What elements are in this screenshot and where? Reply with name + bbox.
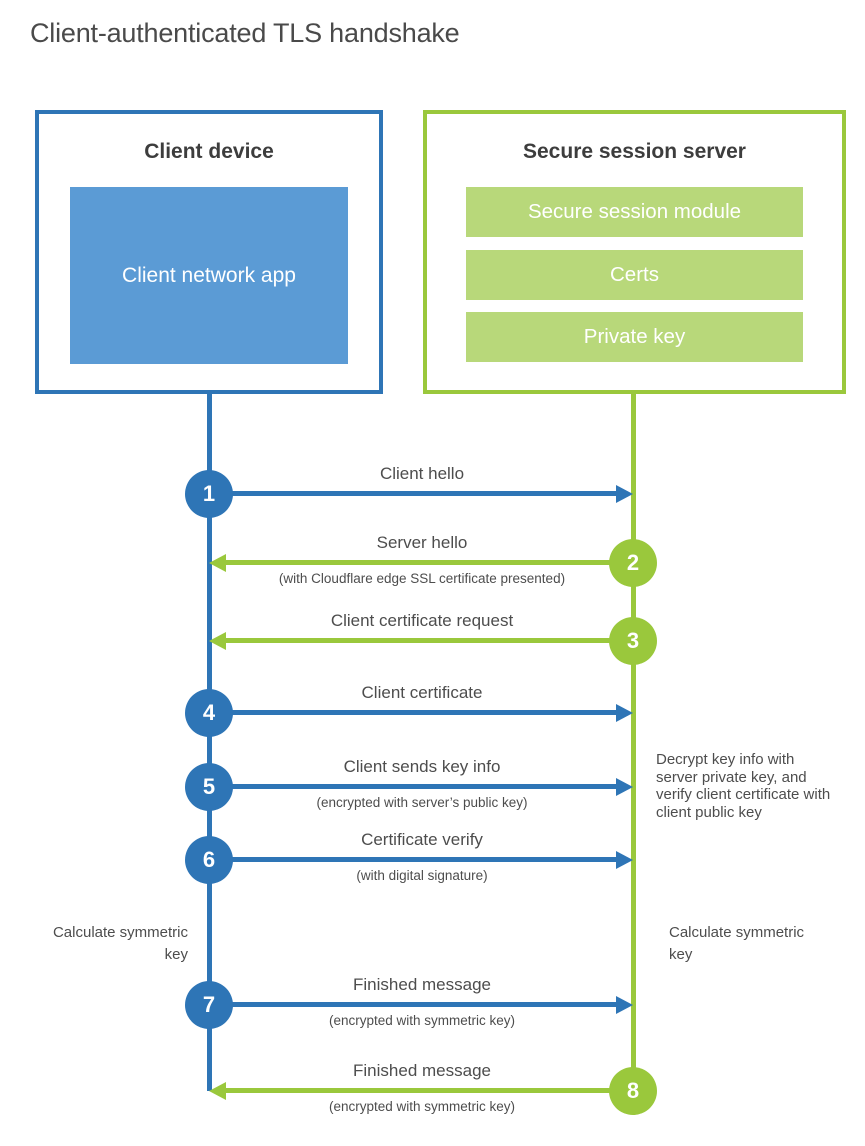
step-3-circle: 3	[609, 617, 657, 665]
arrowhead-right-icon	[616, 485, 633, 503]
step-6-circle: 6	[185, 836, 233, 884]
calc-symmetric-key-note-client: Calculate symmetric key	[52, 924, 188, 963]
arrow-line-step-4	[211, 710, 617, 715]
step-3-label: Client certificate request	[330, 611, 514, 630]
arrowhead-right-icon	[616, 851, 633, 869]
server-decrypt-note: Decrypt key info with server private key…	[656, 751, 831, 821]
arrow-line-step-1	[211, 491, 617, 496]
step-5-label: Client sends key info	[343, 757, 501, 776]
step-2-label: Server hello	[376, 533, 468, 552]
step-7-circle: 7	[185, 981, 233, 1029]
arrowhead-left-icon	[209, 554, 226, 572]
step-2-circle: 2	[609, 539, 657, 587]
arrow-line-step-3	[225, 638, 633, 643]
step-4-label: Client certificate	[361, 683, 483, 702]
client-network-app-label: Client network app	[122, 264, 296, 287]
arrow-line-step-8	[225, 1088, 633, 1093]
step-6-sublabel: (with digital signature)	[356, 868, 488, 883]
arrowhead-right-icon	[616, 704, 633, 722]
step-2-sublabel: (with Cloudflare edge SSL certificate pr…	[278, 571, 566, 586]
client-device-box: Client device Client network app	[35, 110, 383, 394]
step-8-sublabel: (encrypted with symmetric key)	[328, 1099, 516, 1114]
client-lifeline	[207, 393, 212, 1091]
step-8-circle: 8	[609, 1067, 657, 1115]
client-network-app-box: Client network app	[70, 187, 348, 364]
arrow-line-step-7	[211, 1002, 617, 1007]
server-lifeline	[631, 393, 636, 1091]
step-6-label: Certificate verify	[361, 830, 483, 849]
step-5-sublabel: (encrypted with server’s public key)	[316, 795, 528, 810]
arrowhead-left-icon	[209, 632, 226, 650]
calc-symmetric-key-note-server: Calculate symmetric key	[669, 924, 805, 963]
arrow-line-step-6	[211, 857, 617, 862]
arrow-line-step-2	[225, 560, 633, 565]
step-5-circle: 5	[185, 763, 233, 811]
server-module-bar: Certs	[466, 250, 803, 300]
step-8-label: Finished message	[353, 1061, 491, 1080]
arrowhead-right-icon	[616, 778, 633, 796]
server-module-bar: Private key	[466, 312, 803, 362]
step-1-circle: 1	[185, 470, 233, 518]
client-device-title: Client device	[144, 140, 274, 163]
server-module-bar: Secure session module	[466, 187, 803, 237]
arrowhead-right-icon	[616, 996, 633, 1014]
secure-session-server-box: Secure session server Secure session mod…	[423, 110, 846, 394]
step-7-sublabel: (encrypted with symmetric key)	[328, 1013, 516, 1028]
step-4-circle: 4	[185, 689, 233, 737]
arrow-line-step-5	[211, 784, 617, 789]
step-1-label: Client hello	[379, 464, 465, 483]
page-title: Client-authenticated TLS handshake	[30, 18, 460, 48]
secure-session-server-title: Secure session server	[523, 140, 746, 163]
step-7-label: Finished message	[353, 975, 491, 994]
arrowhead-left-icon	[209, 1082, 226, 1100]
